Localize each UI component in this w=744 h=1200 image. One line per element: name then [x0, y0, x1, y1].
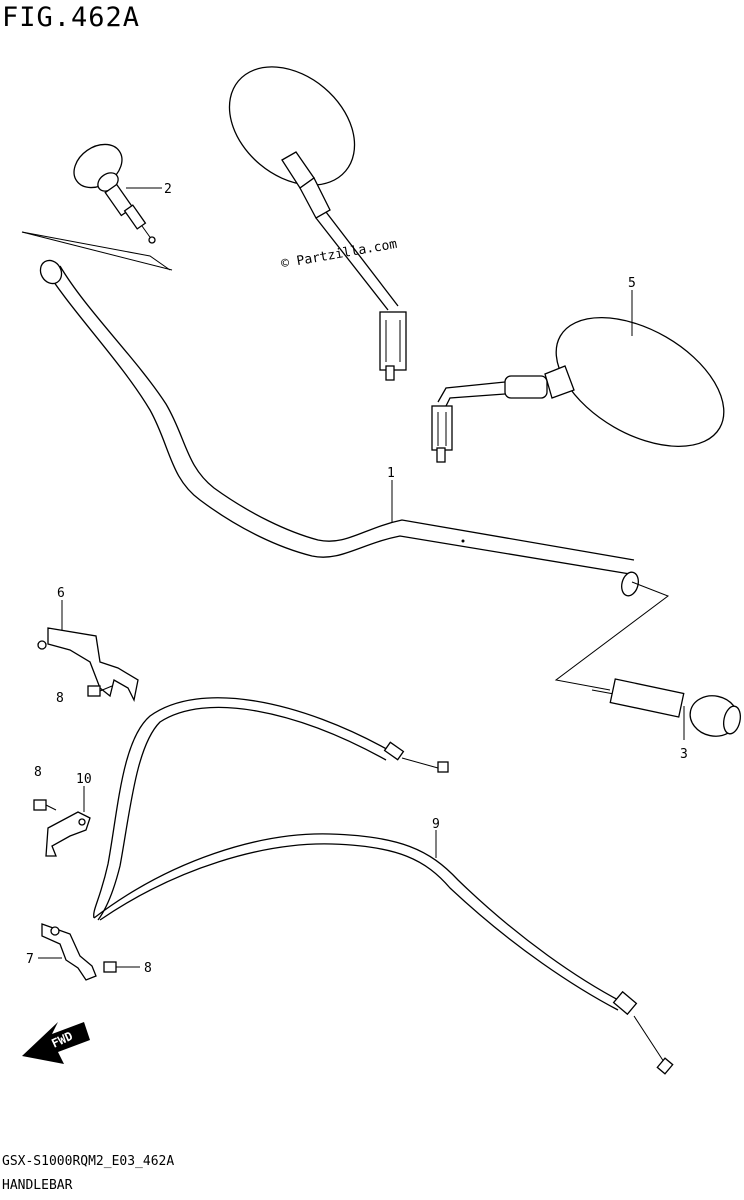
- fwd-arrow-icon: FWD: [22, 1022, 90, 1064]
- part-2-left-bar-end: [73, 143, 156, 244]
- callout-7: 7: [26, 952, 34, 967]
- part-5-right-mirror: [431, 316, 725, 463]
- callout-6: 6: [57, 586, 65, 601]
- section-name: HANDLEBAR: [2, 1178, 73, 1193]
- callout-9: 9: [432, 817, 440, 832]
- leader-line-left-top: [21, 231, 173, 271]
- watermark-text: © Partzilla.com: [280, 237, 398, 272]
- model-code: GSX-S1000RQM2_E03_462A: [2, 1154, 175, 1169]
- callout-1: 1: [387, 466, 395, 481]
- callout-8-top: 8: [56, 691, 64, 706]
- part-8-bolt-middle: [33, 799, 57, 811]
- callout-8-middle: 8: [34, 765, 42, 780]
- part-9-clutch-cable: [93, 697, 674, 1075]
- leader-line-right: [554, 581, 670, 691]
- callout-10: 10: [76, 772, 92, 787]
- part-3-right-bar-end: [591, 678, 741, 740]
- figure-title: FIG.462A: [2, 2, 141, 33]
- callout-2: 2: [164, 182, 172, 197]
- part-8-bolt-bottom: [103, 961, 140, 973]
- callout-3: 3: [680, 747, 688, 762]
- part-10-cable-clamp: [45, 811, 91, 857]
- part-1-handlebar: [39, 259, 639, 597]
- part-7-cable-clamp: [41, 923, 97, 981]
- part-8-bolt-top: [87, 685, 113, 697]
- callout-5: 5: [628, 276, 636, 291]
- part-6-cable-clamp: [37, 627, 139, 702]
- leader-line-left: [21, 231, 171, 271]
- left-mirror: [228, 66, 407, 381]
- callout-8-bottom: 8: [144, 961, 152, 976]
